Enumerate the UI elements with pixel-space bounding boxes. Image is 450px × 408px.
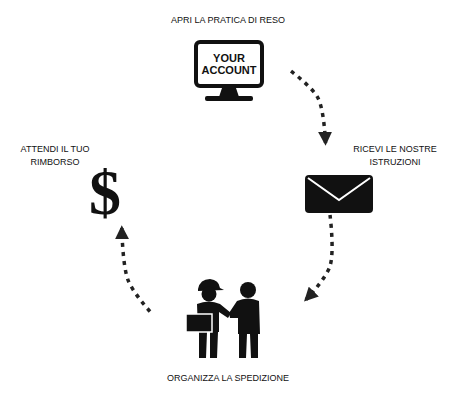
step-box: RICEVI LE NOSTRE ISTRUZIONI (300, 143, 450, 215)
courier-head (202, 287, 217, 302)
dashed-arrow (122, 228, 150, 311)
courier-body (197, 302, 231, 333)
monitor-neck (219, 88, 239, 97)
step-box: APRI LA PRATICA DI RESO YOUR ACCOUNT (165, 14, 291, 102)
monitor-screen (196, 42, 262, 86)
step-label: ATTENDI IL TUO RIMBORSO (10, 143, 100, 169)
monitor-base (205, 96, 253, 101)
courier-legs (199, 332, 218, 358)
dashed-arrow (306, 215, 332, 300)
step-label: RICEVI LE NOSTRE ISTRUZIONI (340, 143, 450, 169)
envelope-flap (308, 178, 370, 200)
screen-text: YOUR ACCOUNT (201, 52, 257, 76)
step-box: ATTENDI IL TUO RIMBORSO$ (10, 143, 140, 228)
dashed-arrow (291, 71, 326, 143)
dollar-symbol: $ (80, 161, 130, 225)
envelope-body (305, 175, 373, 213)
envelope-icon (305, 175, 373, 213)
monitor-icon (196, 42, 262, 101)
courier-cap (198, 279, 224, 291)
courier-icon (186, 279, 260, 358)
customer-body (229, 299, 260, 335)
step-label: ORGANIZZA LA SPEDIZIONE (150, 372, 306, 385)
step-box: ORGANIZZA LA SPEDIZIONE (150, 278, 306, 386)
package (186, 314, 212, 332)
step-label: APRI LA PRATICA DI RESO (165, 14, 291, 27)
customer-head (240, 282, 256, 298)
customer-legs (239, 334, 258, 358)
